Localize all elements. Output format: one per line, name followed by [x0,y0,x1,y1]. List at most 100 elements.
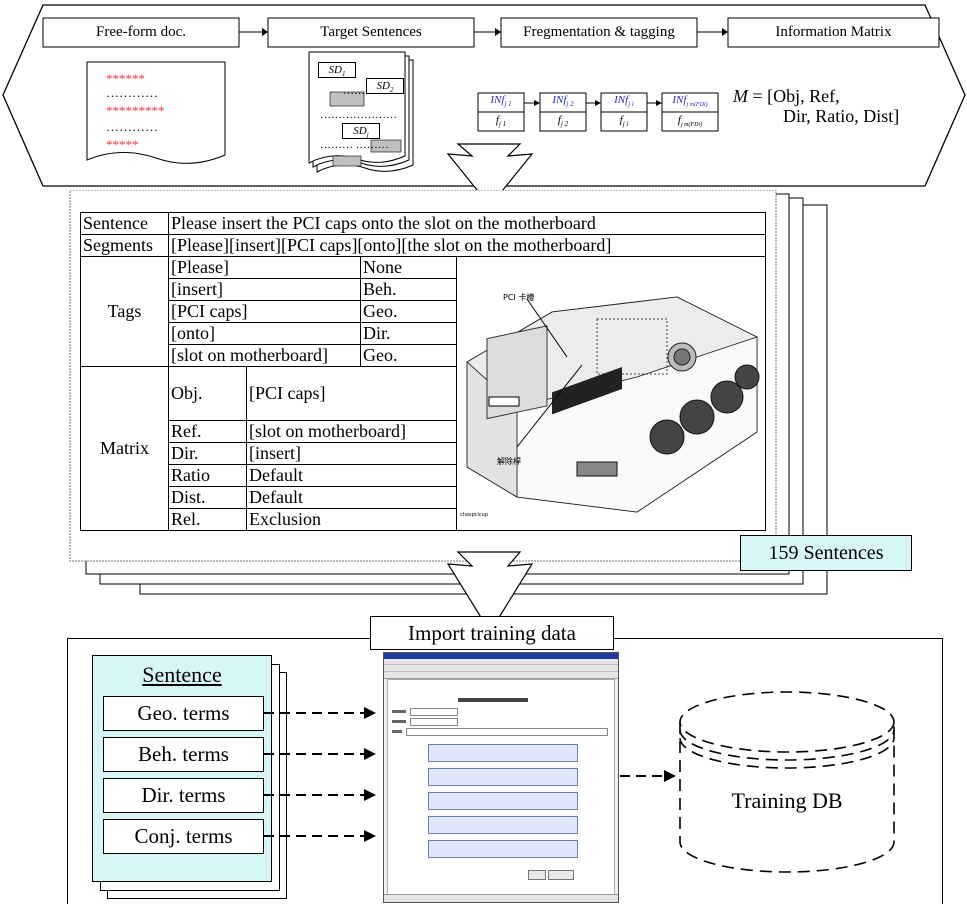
doc-line: ****** [106,71,145,86]
step-target-sentences: Target Sentences [320,24,422,40]
app-term-row [428,744,578,762]
sentence-count-badge: 159 Sentences [740,535,912,571]
matrix-value: [insert] [246,442,457,465]
chain-top-sub: j i [628,100,634,109]
chain-bottom-sub: j i [622,120,629,129]
chain-bottom: f [495,114,499,126]
tag-segment: [slot on motherboard] [168,344,361,367]
table-row: [PCI caps] Geo. [81,300,766,323]
step-information-matrix: Information Matrix [775,24,892,40]
server-illustration: PCI 卡槽 解除桿 chaspcicup [457,257,765,530]
app-field-label [392,730,402,733]
image-label-corner: chaspcicup [460,512,488,518]
server-chassis-image [466,296,760,513]
sentence-label: Sentence [80,212,169,235]
chain-infjm: INfj m(FDi) [662,94,718,108]
chain-infj2: INfj 2 [540,94,586,108]
app-menubar [384,659,618,665]
doc-line: ………… [106,85,158,100]
tags-label: Tags [80,256,169,367]
chain-bottom-sub: j 1 [498,120,507,129]
pipeline-banner: …………… ………………… ……… ……… [2,4,966,187]
table-row: Sentence Please insert the PCI caps onto… [80,212,766,235]
step-free-form-doc: Free-form doc. [96,24,186,40]
matrix-key: Dir. [168,442,247,465]
matrix-key: Ref. [168,420,247,443]
chain-fjm: fj m(FDi) [662,114,718,128]
app-toolbar [384,665,618,672]
app-addressbar [384,672,618,679]
beh-terms-box: Beh. terms [103,737,264,772]
matrix-formula: M = [Obj, Ref, [733,86,840,106]
training-db-cylinder [679,691,895,873]
app-term-row [428,768,578,786]
table-row: Matrix Obj. [PCI caps] [80,366,766,531]
chain-bottom-sub: j 2 [560,120,569,129]
sd-label-text: SD [353,125,367,137]
sd-label-sub: j [366,131,369,140]
sd-label-1: SD1 [318,62,356,78]
chain-top: INf [614,94,629,106]
app-term-row [428,840,578,858]
matrix-value: [PCI caps] [246,366,457,421]
table-row: Segments [Please][insert][PCI caps][onto… [80,234,766,257]
svg-text:……… ………: ……… ……… [320,139,389,151]
chain-top: INf [490,94,505,106]
sd-label-j: SDj [342,123,380,139]
image-label-release-lever: 解除桿 [497,457,521,466]
table-row: [onto] Dir. [81,322,766,345]
app-field-input [410,708,458,716]
table-row: Tags [Please] None [80,256,766,531]
svg-text:…………………: ………………… [320,109,397,121]
import-training-data-label: Import training data [370,616,614,650]
sd-label-sub: 2 [389,86,394,95]
tag-value: Beh. [360,278,457,301]
matrix-key: Ratio [168,464,247,487]
table-row: [slot on motherboard] Geo. [81,344,766,367]
app-button [528,870,546,880]
matrix-formula-line1: = [Obj, Ref, [752,86,840,106]
tag-segment: [onto] [168,322,361,345]
motherboard-image-cell: PCI 卡槽 解除桿 chaspcicup [456,256,766,531]
table-row: Ratio Default [81,464,766,487]
chain-top-sub: j 1 [504,100,512,109]
chain-fj2: fj 2 [540,114,586,128]
tag-segment: [insert] [168,278,361,301]
dashed-arrow-to-db [620,770,676,782]
chain-bottom-sub: j m(FDi) [680,122,703,129]
chain-bottom: f [619,114,623,126]
sd-label-text: SD [376,80,390,92]
chain-fj1: fj 1 [478,114,524,128]
chain-bottom: f [557,114,561,126]
training-db-label: Training DB [731,788,843,813]
chain-fji: fj i [601,114,647,128]
tag-value: None [360,256,457,279]
conj-terms-box: Conj. terms [103,819,264,854]
app-field-label [392,710,406,713]
tag-segment: [Please] [168,256,361,279]
app-term-row [428,792,578,810]
tag-value: Geo. [360,344,457,367]
sd-label-sub: 1 [341,70,346,79]
segments-text: [Please][insert][PCI caps][onto][the slo… [168,234,766,257]
matrix-value: Default [246,486,457,509]
training-app-screenshot [383,652,619,903]
table-row: Rel. Exclusion [81,508,766,531]
matrix-key: Dist. [168,486,247,509]
chain-infji: INfj i [601,94,647,108]
app-content [387,679,615,895]
chain-top-sub: j m(FDi) [686,102,708,109]
image-label-pci-slot: PCI 卡槽 [503,293,535,302]
dir-terms-box: Dir. terms [103,778,264,813]
app-field-label [392,720,406,723]
tag-value: Dir. [360,322,457,345]
tag-segment: [PCI caps] [168,300,361,323]
matrix-value: Default [246,464,457,487]
matrix-label: Matrix [80,366,169,531]
tag-value: Geo. [360,300,457,323]
step-fragmentation-tagging: Fregmentation & tagging [523,24,675,40]
chain-top: INf [552,94,567,106]
matrix-key: Obj. [168,366,247,421]
app-term-row [428,816,578,834]
app-button [548,870,574,880]
